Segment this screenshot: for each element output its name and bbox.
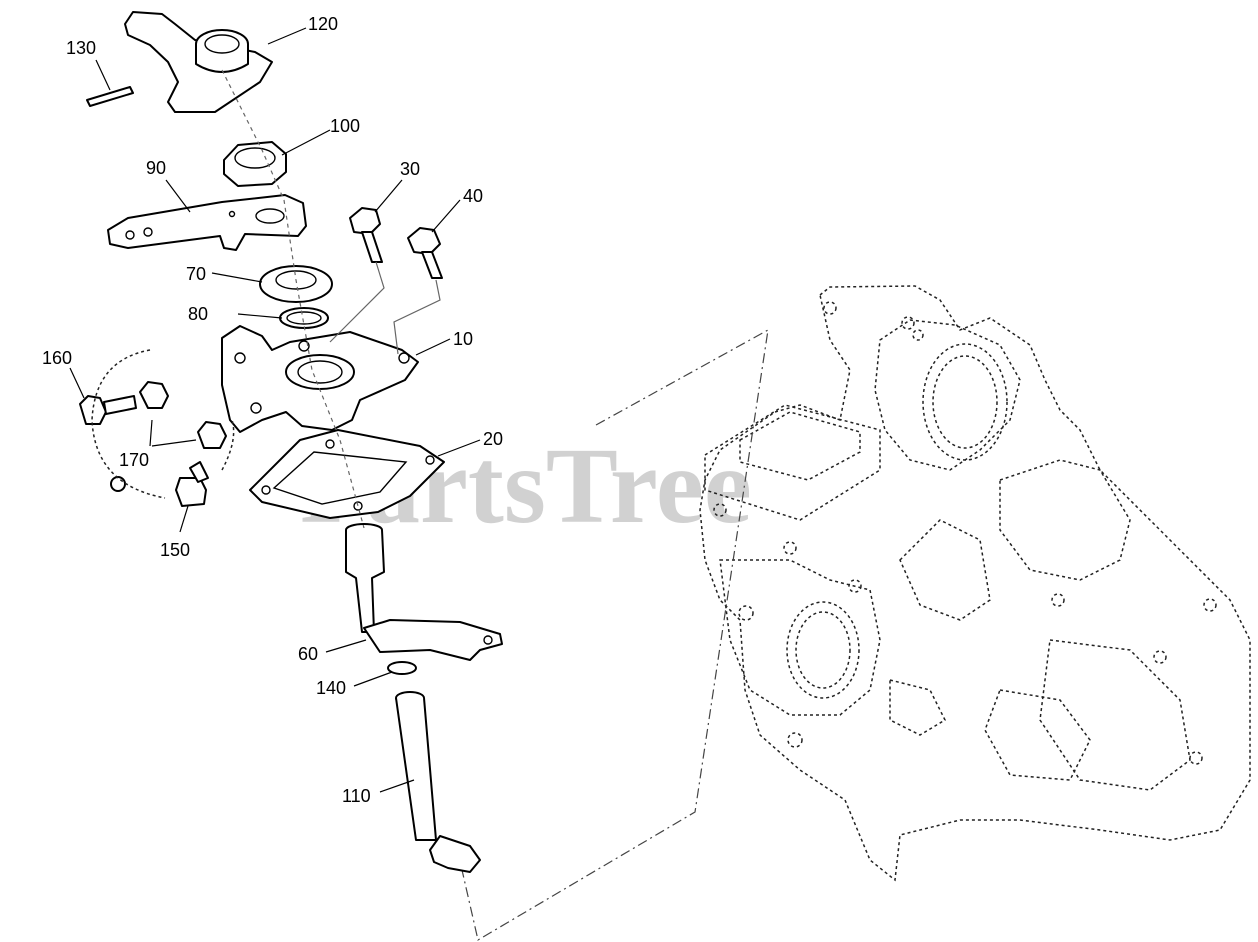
callout-80: 80 — [188, 304, 208, 324]
callout-60: 60 — [298, 644, 318, 664]
part-100-nut — [223, 141, 287, 187]
callout-160: 160 — [42, 348, 72, 368]
part-60-shaft — [345, 523, 503, 661]
callout-130: 130 — [66, 38, 96, 58]
callout-150: 150 — [160, 540, 190, 560]
callout-120: 120 — [308, 14, 338, 34]
callout-40: 40 — [463, 186, 483, 206]
part-160-bolt — [79, 395, 137, 425]
part-90-plate — [107, 194, 307, 251]
mounting-guide-line — [461, 328, 769, 941]
part-10-flange — [221, 325, 419, 433]
callout-110: 110 — [342, 786, 371, 806]
part-70-seal — [259, 265, 333, 303]
assembly-axis — [221, 69, 365, 529]
callout-10: 10 — [453, 329, 473, 349]
part-80-oring — [279, 307, 329, 329]
bolt-30-guide — [329, 261, 385, 343]
leader-lines — [69, 27, 481, 793]
part-110-shaft — [395, 691, 481, 873]
callout-100: 100 — [330, 116, 360, 136]
assembly-circle — [91, 349, 235, 499]
part-170-nuts — [139, 381, 227, 449]
part-40-bolt — [407, 227, 443, 279]
bolt-40-guide — [393, 279, 441, 355]
part-30-bolt — [349, 207, 383, 263]
callout-20: 20 — [483, 429, 503, 449]
part-140-clip — [387, 661, 417, 675]
transmission-housing — [699, 285, 1251, 882]
part-130-pin — [86, 86, 134, 107]
callout-170: 170 — [119, 450, 149, 470]
callout-30: 30 — [400, 159, 420, 179]
callout-140: 140 — [316, 678, 346, 698]
callout-90: 90 — [146, 158, 166, 178]
part-20-gasket — [249, 429, 445, 519]
callout-70: 70 — [186, 264, 206, 284]
part-120-lever — [124, 11, 273, 113]
part-150-bolt — [110, 461, 209, 507]
